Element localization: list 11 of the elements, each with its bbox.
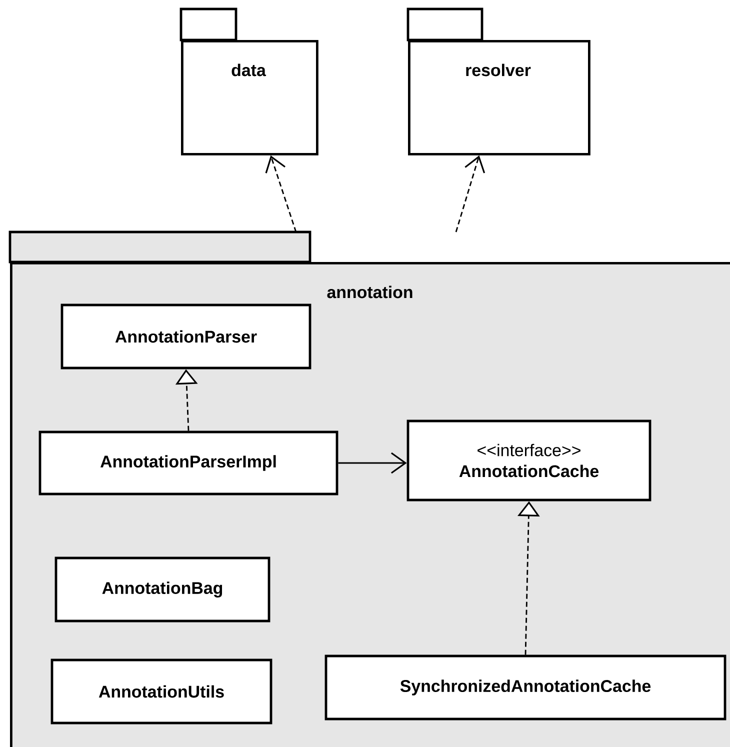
class-box: SynchronizedAnnotationCache [324, 654, 726, 720]
class-box: AnnotationParserImpl [38, 430, 338, 496]
class-box: AnnotationUtils [50, 658, 272, 724]
arrow [338, 452, 407, 474]
arrow [455, 155, 486, 232]
class-box: AnnotationParser [60, 304, 312, 370]
class-box: <<interface>> AnnotationCache [406, 420, 652, 502]
arrow [265, 155, 297, 232]
package-box: resolver [406, 8, 590, 156]
class-box: AnnotationBag [54, 556, 270, 622]
package-box: data [180, 8, 318, 156]
